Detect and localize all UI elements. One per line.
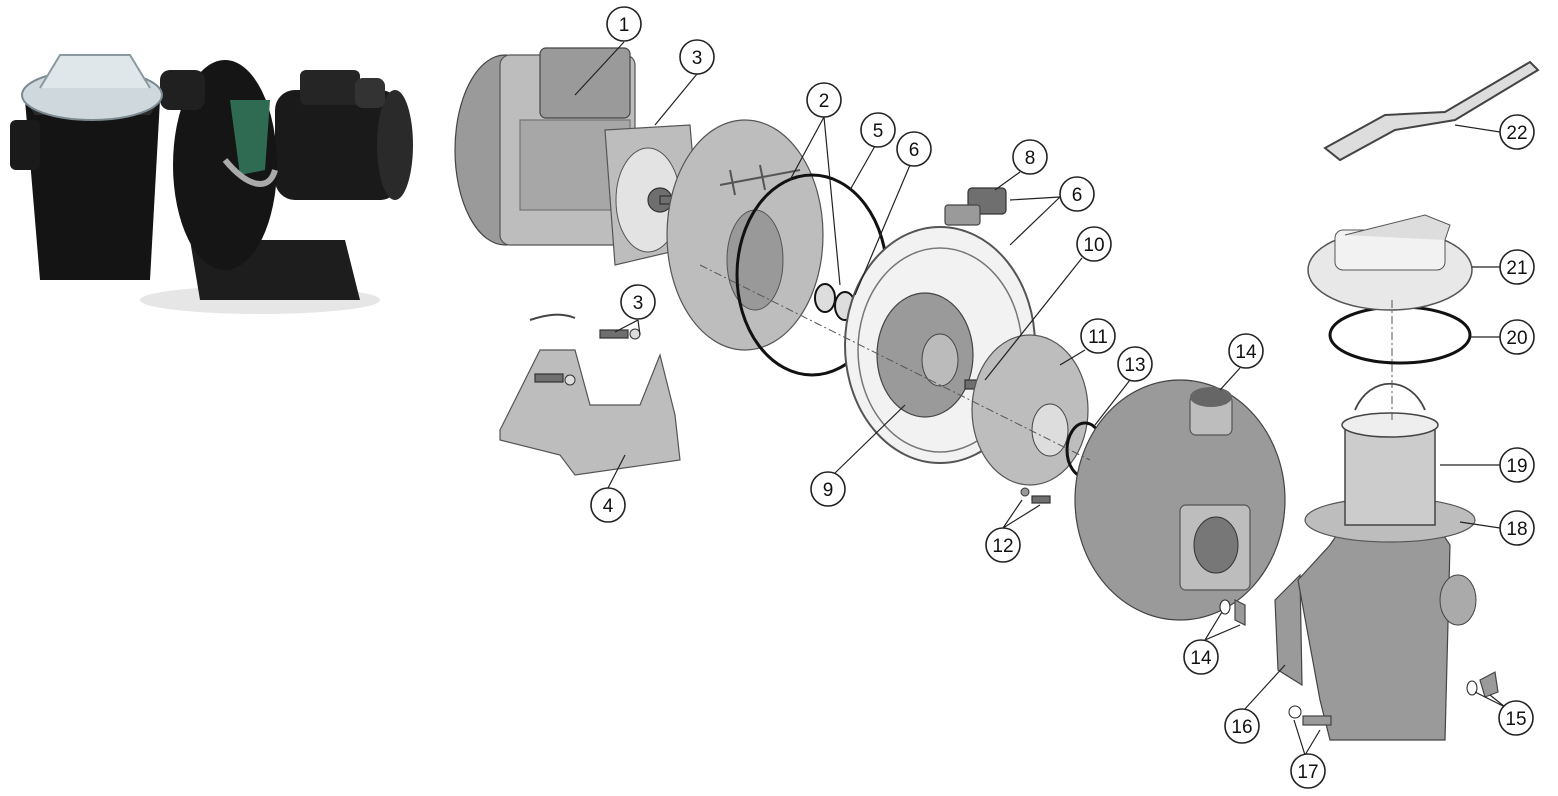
- callout-12: 12: [985, 499, 1041, 563]
- callout-5: 5: [849, 112, 896, 191]
- callout-10: 10: [984, 226, 1112, 381]
- svg-text:15: 15: [1505, 709, 1526, 730]
- strainer-pot-part: [1297, 497, 1477, 741]
- callout-15b: 15: [1474, 691, 1534, 736]
- svg-text:18: 18: [1506, 519, 1527, 540]
- callout-8: 8: [994, 139, 1048, 191]
- svg-text:13: 13: [1124, 355, 1145, 376]
- svg-text:1: 1: [619, 15, 630, 36]
- svg-text:6: 6: [1072, 185, 1083, 206]
- diffuser-cover-part: [971, 334, 1089, 486]
- motor-part: [454, 47, 701, 266]
- impeller-part: [876, 292, 974, 418]
- svg-text:19: 19: [1506, 456, 1527, 477]
- basket-part: [1341, 383, 1439, 526]
- svg-text:9: 9: [823, 480, 834, 501]
- callout-11: 11: [1059, 318, 1116, 366]
- gasket-part: [1274, 573, 1303, 687]
- svg-text:20: 20: [1506, 328, 1527, 349]
- svg-text:2: 2: [819, 91, 830, 112]
- callout-2: 2: [789, 82, 842, 286]
- callout-18: 18: [1459, 510, 1535, 546]
- callout-1: 1: [574, 6, 642, 96]
- svg-text:14: 14: [1190, 648, 1212, 669]
- callout-15a: 14: [1183, 611, 1241, 675]
- lid-o-ring-part: [1328, 305, 1472, 365]
- svg-text:10: 10: [1083, 235, 1104, 256]
- connector-part: [944, 187, 1007, 226]
- callout-22: 22: [1454, 114, 1535, 150]
- motor-axis-line: [699, 264, 1091, 461]
- lid-part: [1307, 214, 1473, 311]
- pump-housing-part: [1074, 379, 1286, 621]
- callout-20: 20: [1470, 319, 1535, 355]
- lid-wrench-part: [1323, 60, 1540, 162]
- svg-text:3: 3: [633, 293, 644, 314]
- svg-text:8: 8: [1025, 148, 1036, 169]
- callout-7: 6: [1009, 176, 1095, 246]
- callout-13: 13: [1094, 346, 1153, 426]
- svg-text:21: 21: [1506, 258, 1527, 279]
- svg-text:16: 16: [1231, 717, 1252, 738]
- svg-text:5: 5: [873, 121, 884, 142]
- svg-text:6: 6: [909, 140, 920, 161]
- svg-text:17: 17: [1297, 762, 1318, 783]
- callout-19: 19: [1440, 447, 1535, 483]
- callout-3b: 3: [614, 284, 656, 336]
- svg-text:11: 11: [1088, 327, 1108, 348]
- callout-4: 4: [590, 454, 626, 523]
- screw-part: [1288, 705, 1332, 726]
- callout-17: 17: [1290, 719, 1326, 789]
- assembled-pump-photo: [10, 54, 413, 314]
- seal-plate-part: [666, 119, 824, 351]
- callout-21: 21: [1472, 249, 1535, 285]
- callout-6: 6: [854, 131, 932, 296]
- screw-washer-part: [1020, 487, 1051, 504]
- svg-text:22: 22: [1506, 123, 1527, 144]
- callout-3a: 3: [654, 39, 715, 126]
- callout-14: 14: [1219, 333, 1264, 391]
- drain-plug-part: [1219, 599, 1499, 698]
- svg-text:4: 4: [603, 496, 614, 517]
- svg-text:12: 12: [992, 536, 1013, 557]
- base-part: [499, 313, 681, 476]
- svg-text:14: 14: [1235, 342, 1257, 363]
- svg-text:3: 3: [692, 48, 703, 69]
- callout-16: 16: [1224, 664, 1286, 744]
- callout-9: 9: [810, 404, 906, 507]
